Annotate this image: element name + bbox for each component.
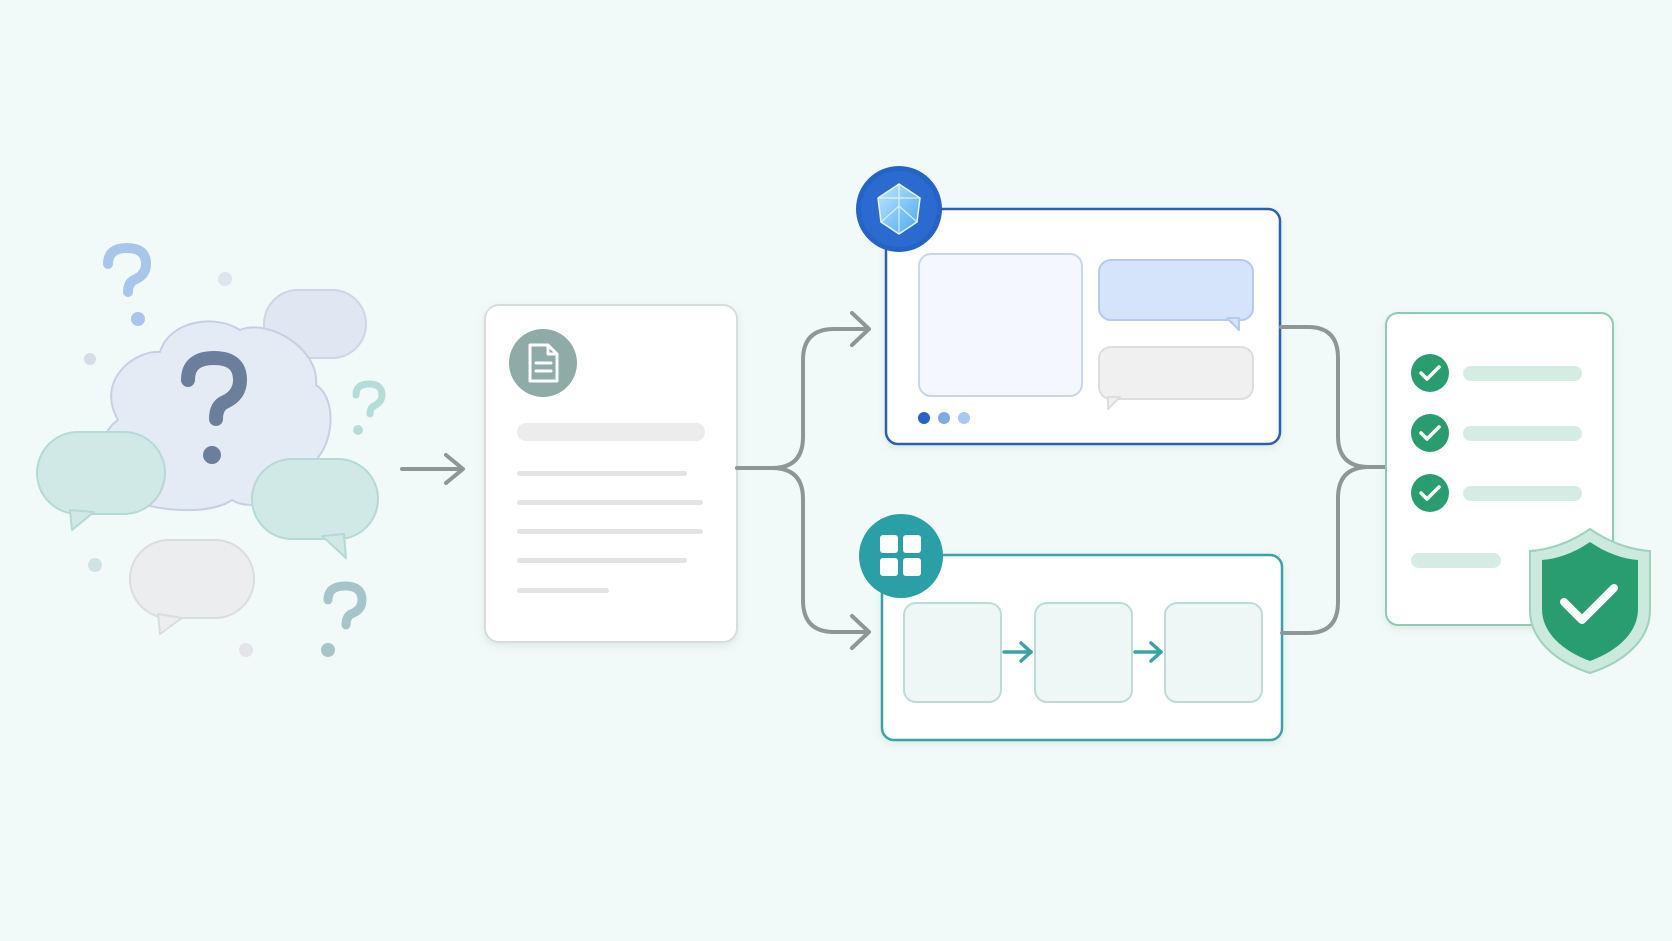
checklist-summary-line: [1411, 553, 1501, 568]
branch-connector: [735, 311, 871, 650]
document-text-line: [517, 529, 703, 534]
checklist-item: [1411, 474, 1582, 512]
chat-bubble-blue: [1098, 259, 1254, 331]
question-mark-icon: [352, 380, 386, 435]
chat-bubble-gray: [1098, 346, 1254, 410]
document-text-line: [517, 471, 687, 476]
step-arrow-icon: [1133, 641, 1163, 663]
checklist-item: [1411, 414, 1582, 452]
question-mark-icon: [321, 581, 367, 657]
merge-connector: [1279, 325, 1387, 635]
scatter-dot: [88, 558, 102, 572]
checkmark-icon: [1411, 474, 1449, 512]
typing-dot: [958, 412, 970, 424]
checklist-item: [1411, 354, 1582, 392]
checkmark-icon: [1411, 414, 1449, 452]
question-mark-icon: [181, 350, 248, 426]
checkmark-icon: [1411, 354, 1449, 392]
speech-bubble-icon: [129, 539, 255, 635]
flow-arrow: [400, 453, 465, 485]
typing-dot: [938, 412, 950, 424]
shield-check-icon: [1529, 527, 1651, 675]
document-heading-line: [517, 423, 705, 441]
workflow-step: [903, 602, 1002, 703]
scatter-dot: [218, 272, 232, 286]
step-arrow-icon: [1002, 641, 1033, 663]
workflow-step: [1034, 602, 1133, 703]
document-text-line: [517, 500, 703, 505]
document-icon: [509, 329, 577, 397]
workflow-step: [1164, 602, 1263, 703]
chat-preview-box: [918, 253, 1083, 397]
speech-bubble-icon: [251, 458, 379, 559]
document-text-line: [517, 558, 687, 563]
scatter-dot: [84, 353, 96, 365]
question-mark-icon: [103, 242, 152, 326]
document-text-line: [517, 588, 609, 593]
gem-icon: [856, 166, 942, 252]
speech-bubble-icon: [36, 431, 166, 531]
typing-dot: [918, 412, 930, 424]
document-card: [484, 304, 738, 643]
scatter-dot: [239, 643, 253, 657]
grid-icon: [859, 514, 943, 598]
workflow-panel: [859, 514, 1284, 742]
confusion-cluster: [36, 242, 386, 657]
ai-chat-panel: [856, 166, 1282, 446]
